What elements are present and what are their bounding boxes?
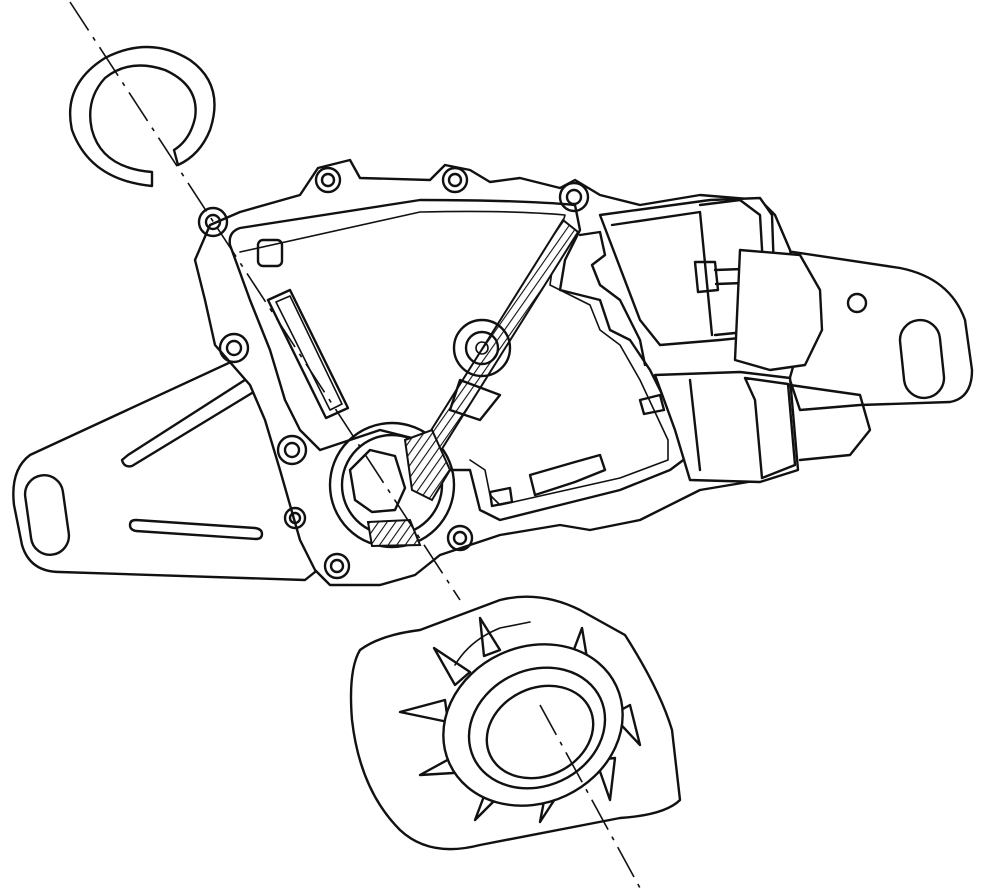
electrical-connector-lower — [653, 370, 872, 484]
assembly-axis-line — [69, 1, 461, 601]
connector-body-right — [733, 248, 824, 372]
bolt-bosses — [197, 166, 590, 580]
shaft-flat — [348, 448, 407, 514]
detent-arm — [448, 378, 502, 422]
bracket-rib-lower — [128, 518, 264, 541]
rotor-hub-outer — [328, 421, 456, 549]
terminal-tab — [528, 453, 607, 497]
shift-lever-seal — [349, 595, 682, 851]
mounting-bracket — [12, 248, 974, 582]
cover-step-edge — [578, 230, 647, 367]
rotor-section-lower — [366, 518, 422, 548]
switch-window-slot — [266, 288, 350, 420]
seal-bore — [485, 684, 595, 780]
electrical-connector-upper — [598, 196, 824, 372]
cutaway-section-hub — [403, 428, 452, 502]
detent-lever-boss — [452, 318, 512, 378]
bracket-hole — [846, 292, 868, 314]
snap-ring — [68, 45, 216, 188]
cover-plate-inner-edge — [239, 210, 669, 506]
connector-latch — [693, 260, 720, 294]
bracket-slot-left — [23, 474, 71, 556]
locating-lug — [256, 238, 284, 268]
assembly-axis-line-lower — [539, 704, 641, 889]
harness-lead — [788, 383, 872, 462]
seal-collar-outer — [442, 643, 624, 807]
seal-collar-rim — [467, 666, 607, 790]
bracket-slot-right — [898, 318, 946, 400]
